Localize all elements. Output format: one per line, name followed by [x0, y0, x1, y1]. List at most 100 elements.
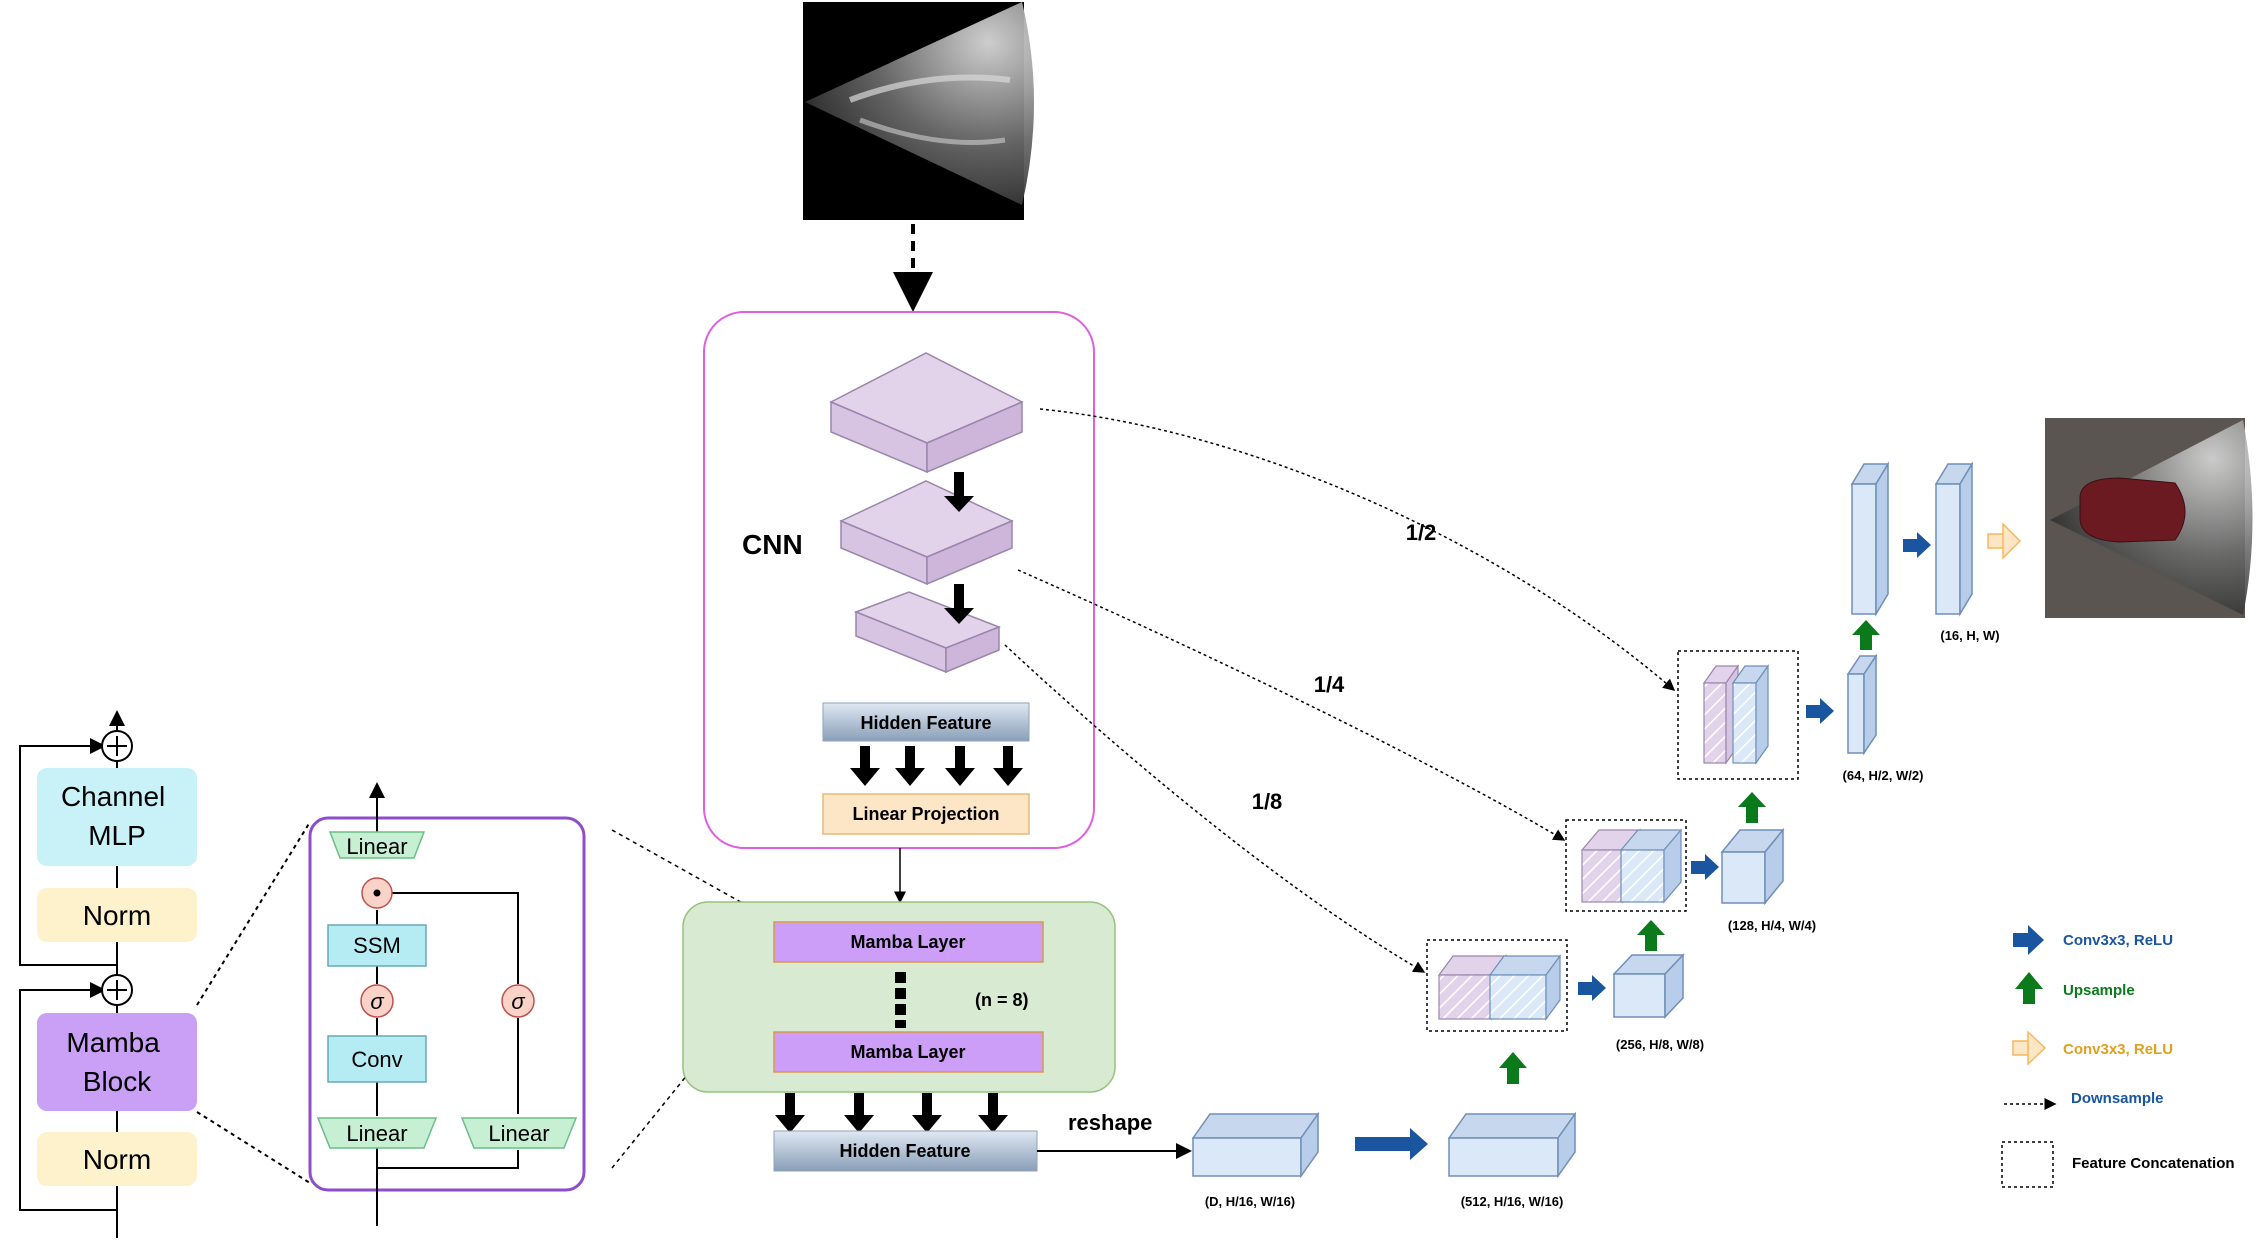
concat-pair-128: [1580, 828, 1683, 904]
skip-quarter-label: 1/4: [1314, 672, 1345, 697]
linear-bottom-left-block: [316, 1117, 438, 1149]
conv-arrow-16-icon: [1903, 532, 1931, 558]
dim-256-label: (256, H/8, W/8): [1616, 1037, 1704, 1052]
final-conv-arrow-icon: [1987, 522, 2022, 560]
conv-label: Conv: [351, 1047, 402, 1072]
dim-16-label: (16, H, W): [1940, 628, 1999, 643]
norm-top-block: [37, 888, 197, 942]
feature-cube-512: [1447, 1111, 1577, 1179]
zoom-line-bottom: [196, 1111, 311, 1184]
skip-eighth-label: 1/8: [1252, 789, 1283, 814]
mamba-layer-1-label: Mamba Layer: [850, 932, 965, 952]
concat-box-128: [1565, 819, 1687, 912]
dim-d16-label: (D, H/16, W/16): [1205, 1194, 1295, 1209]
dim-128-label: (128, H/4, W/4): [1728, 918, 1816, 933]
skip-connection-quarter: [1017, 569, 1566, 841]
norm-top-label: Norm: [83, 900, 151, 931]
legend-upsample-label: Upsample: [2063, 982, 2135, 999]
legend-concat-label: Feature Concatenation: [2072, 1155, 2235, 1172]
mamba-output-arrow-icon: [775, 1093, 805, 1133]
ellipsis-dots-icon: [895, 972, 906, 1028]
legend-downsample-label: Downsample: [2071, 1090, 2164, 1107]
cnn-feature-slab-1: [829, 352, 1024, 474]
cnn-down-arrow-1-icon: [944, 472, 974, 512]
hidden-feature-top-label: Hidden Feature: [860, 713, 991, 733]
feature-cube-256: [1612, 953, 1685, 1019]
sigma-right-label: σ: [511, 989, 525, 1014]
upsample-arrow-256-icon: [1637, 920, 1665, 951]
legend-conv-orange-icon: [2012, 1030, 2047, 1066]
mamba-detail-panel: Linear SSM σ σ Conv Linear Linear: [308, 782, 781, 1226]
legend-conv-orange-label: Conv3x3, ReLU: [2063, 1041, 2173, 1058]
cnn-down-arrow-2-icon: [944, 584, 974, 624]
hidden-feature-bottom-label: Hidden Feature: [839, 1141, 970, 1161]
zoom-line-top: [196, 821, 311, 1006]
linear-projection-bar: [822, 793, 1030, 835]
norm-bottom-label: Norm: [83, 1144, 151, 1175]
hidden-feature-bottom-bar: [773, 1130, 1038, 1172]
projection-arrow-icon: [850, 746, 880, 786]
cnn-label: CNN: [742, 529, 803, 560]
cnn-feature-slab-3: [853, 591, 1002, 674]
legend-upsample-icon: [2015, 972, 2043, 1004]
feature-cube-16-a: [1850, 461, 1890, 617]
upsample-arrow-64-icon: [1852, 620, 1880, 650]
linear-bottom-left-label: Linear: [346, 1121, 407, 1146]
linear-top-label: Linear: [346, 834, 407, 859]
mamba-layer-2-label: Mamba Layer: [850, 1042, 965, 1062]
hidden-feature-top-bar: [822, 702, 1030, 742]
conv-arrow-64-icon: [1806, 698, 1834, 724]
residual-connection-upper: [19, 738, 117, 966]
add-node-lower-icon: [101, 974, 133, 1006]
dim-512-label: (512, H/16, W/16): [1461, 1194, 1564, 1209]
feature-cube-64: [1846, 653, 1878, 756]
skip-half-label: 1/2: [1406, 520, 1437, 545]
linear-bottom-right-label: Linear: [488, 1121, 549, 1146]
mamba-block-label: Mamba Block: [66, 1027, 167, 1097]
skip-connection-half: [1039, 408, 1676, 691]
skip-connections: [1004, 408, 1676, 973]
projection-arrow-icon: [945, 746, 975, 786]
linear-bottom-right-block: [460, 1117, 578, 1149]
feature-cube-d16: [1191, 1111, 1320, 1179]
mamba-output-arrows: [775, 1093, 1008, 1133]
mamba-detail-frame: [308, 816, 586, 1192]
conv-arrow-d16-to-512-icon: [1355, 1128, 1428, 1160]
mamba-count-label: (n = 8): [975, 990, 1029, 1010]
conv-arrow-256-icon: [1578, 975, 1606, 1001]
sigma-left-node-icon: [360, 984, 394, 1018]
input-ultrasound-image: [803, 2, 1034, 220]
add-node-upper-icon: [101, 730, 133, 762]
cnn-feature-slab-2: [839, 480, 1014, 586]
multiply-node-icon: [361, 877, 393, 909]
legend: Conv3x3, ReLU Upsample Conv3x3, ReLU Dow…: [2001, 925, 2235, 1188]
mamba-block: [37, 1013, 197, 1111]
channel-mlp-label: Channel MLP: [61, 781, 173, 851]
projection-arrow-icon: [993, 746, 1023, 786]
linear-projection-label: Linear Projection: [852, 804, 999, 824]
skip-connection-eighth: [1004, 644, 1426, 973]
legend-concat-icon: [2001, 1141, 2054, 1188]
reshape-label: reshape: [1068, 1110, 1152, 1135]
channel-mlp-block: [37, 768, 197, 866]
linear-top-block: [328, 831, 426, 859]
ssm-label: SSM: [353, 933, 401, 958]
conv-arrow-128-icon: [1691, 854, 1719, 880]
output-segmentation-image: [2045, 418, 2253, 618]
upsample-arrow-512-icon: [1499, 1052, 1527, 1084]
mamba-output-arrow-icon: [912, 1093, 942, 1133]
legend-conv-blue-label: Conv3x3, ReLU: [2063, 932, 2173, 949]
ssm-block: [327, 924, 427, 967]
concat-box-256: [1426, 939, 1568, 1032]
sigma-left-label: σ: [370, 989, 384, 1014]
dim-64-label: (64, H/2, W/2): [1843, 768, 1924, 783]
feature-cube-16-b: [1934, 461, 1974, 617]
norm-bottom-block: [37, 1132, 197, 1186]
mamba-output-arrow-icon: [844, 1093, 874, 1133]
mamba-output-arrow-icon: [978, 1093, 1008, 1133]
projection-arrow-icon: [895, 746, 925, 786]
sigma-right-node-icon: [501, 984, 535, 1018]
cnn-encoder: CNN Hidden Feature: [703, 311, 1095, 849]
upsample-arrow-128-icon: [1738, 792, 1766, 823]
